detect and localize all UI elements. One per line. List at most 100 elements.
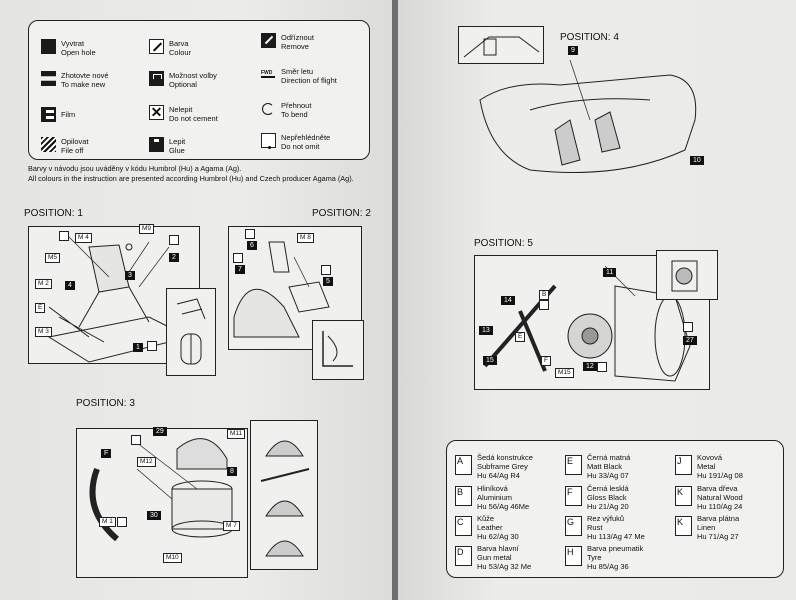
colour-cz: Černá lesklá (587, 484, 629, 493)
legend-cz: Lepit (169, 137, 186, 146)
colour-code: Hu 62/Ag 30 (477, 532, 519, 541)
paint-brush-icon: K (675, 516, 692, 536)
part-label: 27 (683, 336, 697, 345)
colour-code: Hu 56/Ag 46Me (477, 502, 530, 511)
paint-brush-icon: A (455, 455, 472, 475)
right-page: POSITION: 4 9 10 POSITION: 5 11 (398, 0, 796, 600)
position-3-title: POSITION: 3 (76, 398, 135, 409)
colour-code: Hu 113/Ag 47 Me (587, 532, 645, 541)
paint-brush-icon (233, 253, 243, 263)
paint-brush-icon: F (565, 486, 582, 506)
legend-en: Glue (169, 146, 185, 155)
paint-brush-icon: E (565, 455, 582, 475)
position-3-panel: 29 M11 F M12 8 30 M 1 M 7 M10 (76, 427, 248, 578)
no-cement-icon: ✕ (149, 104, 164, 120)
position-2-title: POSITION: 2 (312, 208, 371, 219)
colour-cz: Barva dřeva (697, 484, 738, 493)
fuselage-drawing (479, 59, 697, 173)
paint-brush-icon (169, 235, 179, 245)
position-3-drawing (89, 438, 233, 542)
colour-code: Hu 21/Ag 20 (587, 502, 629, 511)
part-label: 5 (323, 277, 333, 286)
part-label: 10 (690, 156, 704, 165)
paint-brush-icon: H (565, 546, 582, 566)
part-label: 8 (227, 467, 237, 476)
part-label: 9 (568, 46, 578, 55)
colour-en: Rust (587, 523, 603, 532)
bend-icon (261, 101, 276, 116)
glue-icon (321, 265, 331, 275)
colour-cz: Rez výfuků (587, 514, 625, 523)
part-label: M 1 (99, 517, 116, 527)
colour-code: Hu 191/Ag 08 (697, 471, 743, 480)
part-label: 29 (153, 427, 167, 436)
position-2-inset (312, 320, 364, 380)
part-label: 13 (479, 326, 493, 335)
part-label: M 4 (75, 233, 92, 243)
knife-icon (261, 33, 276, 48)
colour-en: Matt Black (587, 462, 623, 471)
legend-cz: Směr letu (281, 67, 314, 76)
position-4-drawing (470, 40, 710, 190)
part-label: B (539, 290, 550, 300)
colour-code: Hu 71/Ag 27 (697, 532, 739, 541)
paint-brush-icon: B (455, 486, 472, 506)
legend-en: To bend (281, 110, 308, 119)
colour-cz: Barva plátna (697, 514, 740, 523)
part-label: 3 (125, 271, 135, 280)
do-not-omit-icon (261, 133, 276, 149)
flight-direction-icon: FWD (261, 67, 276, 82)
legend-cz: Vyvtrat (61, 39, 85, 48)
position-3-inset (250, 420, 318, 570)
paint-brush-icon (245, 229, 255, 239)
part-label: 30 (147, 511, 161, 520)
paint-brush-icon: J (675, 455, 692, 475)
paint-brush-icon: C (455, 516, 472, 536)
paint-brush-icon (117, 517, 127, 527)
part-label: 15 (483, 356, 497, 365)
position-1-drawing (47, 236, 191, 363)
colour-en: Linen (697, 523, 716, 532)
position-5-panel: 11 14 B 13 E 27 15 M15 F 12 (474, 255, 710, 390)
colour-cz: Šedá konstrukce (477, 453, 533, 462)
legend-cz: Opilovat (61, 137, 89, 146)
colour-cz: Kovová (697, 453, 723, 462)
colour-cz: Barva pneumatik (587, 544, 644, 553)
make-new-icon (41, 71, 56, 86)
position-5-inset (656, 250, 718, 300)
part-label: 11 (603, 268, 617, 277)
paint-brush-icon (147, 341, 157, 351)
legend-en: Film (61, 110, 76, 119)
colour-code: Hu 85/Ag 36 (587, 562, 629, 571)
colour-en: Aluminium (477, 493, 513, 502)
colour-code: Hu 64/Ag R4 (477, 471, 520, 480)
position-5-title: POSITION: 5 (474, 238, 533, 249)
position-1-inset-drawing (176, 298, 206, 365)
part-label: M 3 (35, 327, 52, 337)
paint-brush-icon (683, 322, 693, 332)
legend-en: Remove (281, 42, 309, 51)
position-3-inset-drawing (260, 440, 310, 557)
part-label: M 2 (35, 279, 52, 289)
colour-code: Hu 110/Ag 24 (697, 502, 743, 511)
paint-brush-icon (131, 435, 141, 445)
legend-cz: Nelepit (169, 105, 193, 114)
part-label: M 8 (297, 233, 314, 243)
legend-cz: Přehnout (281, 101, 312, 110)
paint-brush-icon: K (675, 486, 692, 506)
position-4-inset-drawing (463, 36, 540, 58)
colour-code: Hu 33/Ag 07 (587, 471, 629, 480)
colour-en: Gun metal (477, 553, 512, 562)
colour-cz: Černá matná (587, 453, 631, 462)
colour-cz: Hliníková (477, 484, 508, 493)
colour-en: Tyre (587, 553, 602, 562)
paint-brush-icon: G (565, 516, 582, 536)
drill-hole-icon (41, 39, 56, 54)
legend-en: Open hole (61, 48, 96, 57)
colour-note-en: All colours in the instruction are prese… (28, 174, 354, 183)
legend-en: Optional (169, 80, 197, 89)
file-off-icon (41, 137, 56, 152)
